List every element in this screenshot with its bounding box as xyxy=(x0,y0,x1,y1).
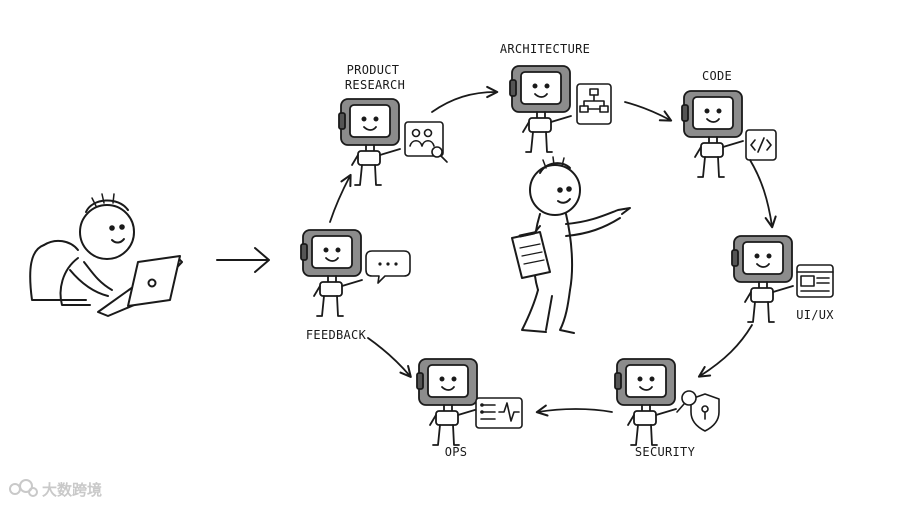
arrow-feedback-to-research xyxy=(329,173,352,223)
label-product-research-line2: RESEARCH xyxy=(345,78,405,92)
label-ops: OPS xyxy=(445,445,468,459)
stage-labels: PRODUCT RESEARCH ARCHITECTURE CODE UI/UX… xyxy=(306,42,834,459)
watermark-text: 大数跨境 xyxy=(42,481,102,499)
developer-figure xyxy=(29,193,183,317)
arrow-feedback-to-ops xyxy=(367,337,412,378)
label-security: SECURITY xyxy=(635,445,696,459)
users-magnifier-icon xyxy=(404,121,448,163)
label-product-research-line1: PRODUCT xyxy=(347,63,400,77)
robot-code xyxy=(681,90,744,178)
code-brackets-icon xyxy=(745,129,777,161)
label-feedback: FEEDBACK xyxy=(306,328,367,342)
robot-ops xyxy=(416,358,479,446)
label-ui-ux: UI/UX xyxy=(796,308,834,322)
watermark: 大数跨境 xyxy=(9,479,102,499)
arrow-security-to-ops xyxy=(535,404,613,417)
robot-ui-ux xyxy=(731,235,794,323)
presenter-figure xyxy=(511,156,631,334)
watermark-logo-icon xyxy=(9,479,38,497)
flowchart-icon xyxy=(576,83,612,125)
label-architecture: ARCHITECTURE xyxy=(500,42,590,56)
label-code: CODE xyxy=(702,69,732,83)
arrow-uiux-to-security xyxy=(697,324,753,378)
robot-security xyxy=(614,358,677,446)
cycle-arrows xyxy=(329,85,777,417)
robot-architecture xyxy=(509,65,572,153)
chat-bubble-icon xyxy=(365,250,411,284)
wireframe-window-icon xyxy=(796,264,834,298)
arrow-architecture-to-code xyxy=(624,101,673,122)
shield-lock-icon xyxy=(676,390,720,432)
arrow-code-to-uiux xyxy=(749,159,777,229)
arrow-research-to-architecture xyxy=(431,85,499,113)
server-heartbeat-icon xyxy=(475,397,523,429)
robot-feedback xyxy=(300,229,363,317)
robot-product-research xyxy=(338,98,401,186)
